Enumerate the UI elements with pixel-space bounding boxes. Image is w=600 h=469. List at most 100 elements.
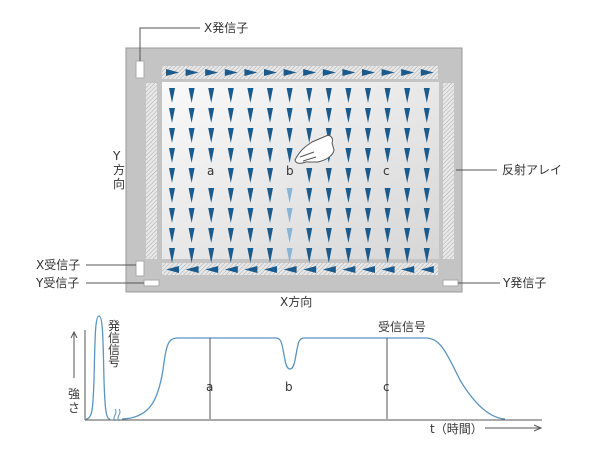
x-transmitter — [135, 60, 145, 79]
arrow-down-icon — [169, 248, 175, 263]
arrow-down-icon — [188, 88, 195, 103]
arrow-down-icon — [306, 108, 313, 123]
arrow-down-icon — [325, 108, 332, 123]
arrow-down-icon — [169, 148, 175, 163]
arrow-down-icon — [247, 128, 254, 143]
arrow-left-icon — [303, 266, 317, 273]
arrow-down-icon — [286, 208, 293, 223]
arrow-down-icon — [227, 228, 234, 243]
reflect-array-left — [146, 83, 157, 259]
arrow-down-icon — [286, 228, 293, 243]
time-label: t（時間） — [430, 422, 483, 436]
arrow-down-icon — [345, 128, 352, 143]
arrow-down-icon — [365, 188, 371, 203]
reflect-array-label: 反射アレイ — [502, 162, 562, 177]
arrow-right-icon — [401, 69, 415, 76]
finger-hand-icon — [294, 135, 335, 164]
arrow-left-icon — [205, 266, 219, 273]
arrow-down-icon — [208, 208, 215, 223]
arrow-down-icon — [384, 108, 391, 123]
arrow-down-icon — [208, 228, 215, 243]
arrow-down-icon — [227, 168, 234, 183]
x-receiver — [135, 260, 145, 277]
point-a-label: a — [207, 164, 214, 178]
arrow-down-icon — [423, 168, 430, 183]
arrow-down-icon — [267, 228, 273, 243]
arrow-left-icon — [342, 266, 356, 273]
sent-signal-label-2: 信 — [108, 331, 120, 345]
arrow-down-icon — [404, 208, 411, 223]
y-direction-label-2: 方 — [113, 162, 125, 177]
arrow-down-icon — [384, 88, 391, 103]
touch-surface — [162, 82, 439, 259]
y-direction-label-1: Y — [112, 149, 121, 163]
arrow-down-icon — [286, 128, 293, 143]
axis-break-icon — [113, 408, 121, 422]
arrow-down-icon — [169, 208, 175, 223]
sent-signal-label-4: 号 — [108, 355, 120, 369]
arrow-down-icon — [169, 88, 175, 103]
arrow-down-icon — [345, 88, 352, 103]
y-direction-label-3: 向 — [113, 176, 125, 191]
arrow-down-icon — [208, 88, 215, 103]
arrow-down-icon — [404, 248, 411, 263]
arrow-down-icon — [325, 168, 332, 183]
arrow-down-icon — [306, 128, 313, 143]
arrow-left-icon — [264, 266, 277, 273]
arrow-down-icon — [384, 228, 391, 243]
arrow-down-icon — [169, 168, 175, 183]
arrow-down-icon — [325, 228, 332, 243]
y-receiver-label: Y受信子 — [35, 276, 79, 290]
arrow-down-icon — [345, 108, 352, 123]
arrow-left-icon — [283, 266, 297, 273]
arrow-down-icon — [423, 188, 430, 203]
arrow-down-icon — [384, 248, 391, 263]
arrow-down-icon — [188, 168, 195, 183]
point-c-label: c — [383, 164, 390, 178]
arrow-down-icon — [267, 108, 273, 123]
wave-arrows — [166, 69, 434, 273]
arrow-down-icon — [423, 88, 430, 103]
arrow-down-icon — [169, 128, 175, 143]
leader-lines — [86, 27, 500, 284]
arrow-down-icon — [365, 228, 371, 243]
arrow-right-icon — [303, 69, 317, 76]
arrow-down-icon — [306, 88, 313, 103]
arrow-right-icon — [420, 69, 434, 76]
x-transmitter-label: X発信子 — [204, 21, 248, 35]
arrow-down-icon — [247, 188, 254, 203]
arrow-down-icon — [208, 108, 215, 123]
arrow-down-icon — [188, 128, 195, 143]
arrow-down-icon — [423, 248, 430, 263]
arrow-down-icon — [404, 88, 411, 103]
arrow-down-icon — [404, 108, 411, 123]
arrow-down-icon — [384, 128, 391, 143]
arrow-down-icon — [325, 248, 332, 263]
arrow-down-icon — [267, 208, 273, 223]
arrow-right-icon — [322, 69, 336, 76]
arrow-down-icon — [345, 168, 352, 183]
y-receiver — [143, 279, 160, 287]
arrow-down-icon — [365, 168, 371, 183]
arrow-down-icon — [423, 228, 430, 243]
arrow-right-icon — [224, 69, 238, 76]
arrow-down-icon — [286, 248, 293, 263]
arrow-down-icon — [423, 208, 430, 223]
arrow-down-icon — [227, 148, 234, 163]
arrow-right-icon — [381, 69, 395, 76]
reflect-array-bottom — [162, 263, 438, 275]
arrow-right-icon — [362, 69, 375, 76]
arrow-left-icon — [401, 266, 415, 273]
arrow-down-icon — [404, 148, 411, 163]
arrow-down-icon — [247, 208, 254, 223]
arrow-down-icon — [306, 168, 313, 183]
arrow-down-icon — [188, 108, 195, 123]
arrow-down-icon — [227, 208, 234, 223]
arrow-down-icon — [345, 188, 352, 203]
arrow-down-icon — [267, 168, 273, 183]
arrow-down-icon — [227, 108, 234, 123]
strength-label-1: 強 — [68, 387, 80, 401]
arrow-down-icon — [267, 88, 273, 103]
mark-c-label: c — [383, 380, 390, 394]
arrow-right-icon — [205, 69, 219, 76]
